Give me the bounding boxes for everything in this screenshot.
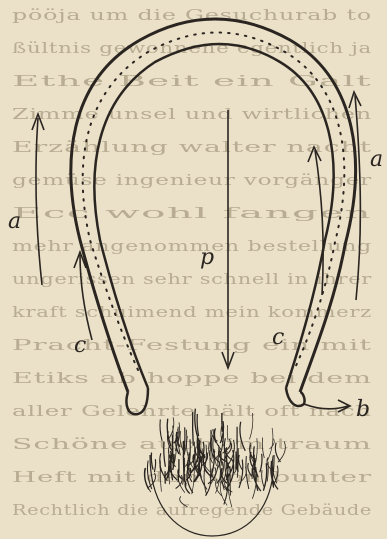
hair-stroke bbox=[222, 413, 223, 432]
label-c-left: c bbox=[74, 333, 86, 358]
label-b: b bbox=[356, 397, 370, 422]
hair-stroke bbox=[254, 455, 255, 468]
background-text-line: Schöne auch im traum bbox=[12, 435, 372, 453]
background-text-line: kraft schuimend mein kommerz bbox=[12, 303, 372, 321]
hair-stroke bbox=[193, 412, 194, 446]
background-text-line: Zimme unsel und wirtlichen bbox=[12, 105, 372, 123]
label-a-left: a bbox=[8, 209, 21, 234]
label-a-right: a bbox=[370, 147, 383, 172]
background-text-line: Ecc wohl fangen bbox=[12, 204, 372, 222]
background-text-line: Ethe Beit ein Galt bbox=[12, 72, 372, 90]
arrow-c-left bbox=[74, 252, 92, 340]
label-c-right: c bbox=[272, 325, 284, 350]
hair-stroke bbox=[227, 425, 228, 440]
label-p: p bbox=[200, 245, 214, 270]
background-text-line: mehr angenommen bestellung bbox=[12, 237, 372, 255]
hair-stroke bbox=[178, 459, 179, 482]
background-text-line: Rechtlich die aufregende Gebäude bbox=[12, 501, 372, 519]
background-text-line: Etiks ab hoppe bei dem bbox=[12, 369, 372, 387]
